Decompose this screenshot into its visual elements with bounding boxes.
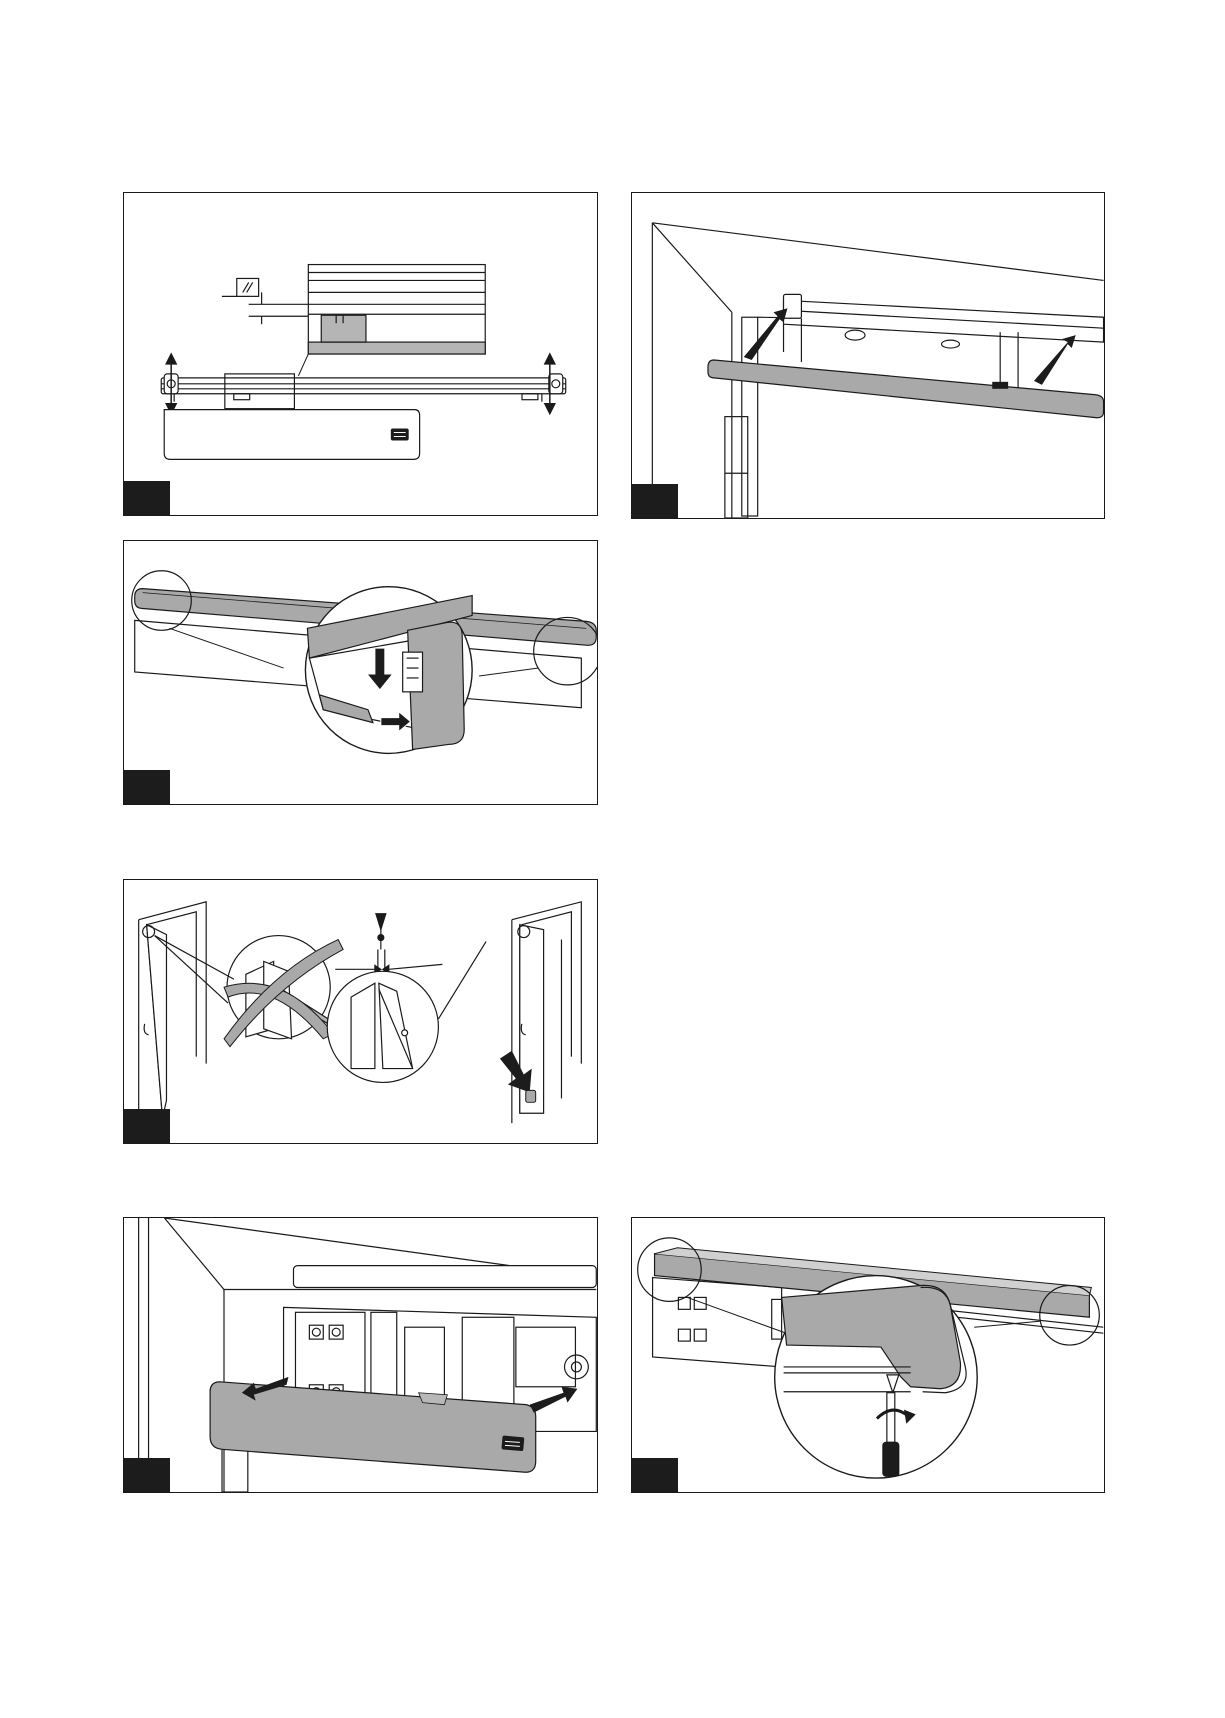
brand-logo-icon (992, 382, 1008, 389)
figure-panel-6 (631, 1217, 1105, 1493)
figure-1-drawing (124, 193, 597, 515)
figure-3-drawing (124, 541, 597, 804)
figure-panel-2 (631, 192, 1105, 519)
figure-number-tag-3 (124, 770, 170, 804)
figure-5-drawing (124, 1218, 597, 1492)
figure-number-tag-5 (124, 1458, 170, 1492)
figure-6-drawing (632, 1218, 1104, 1492)
brand-logo-icon (391, 429, 409, 441)
figure-number-tag-6 (632, 1458, 678, 1492)
figure-4-drawing (124, 880, 597, 1143)
brand-logo-icon (501, 1435, 524, 1451)
parallelism-symbol-icon (237, 278, 259, 296)
figure-number-tag-4 (124, 1109, 170, 1143)
figure-number-tag-1 (124, 481, 170, 515)
figure-2-drawing (632, 193, 1104, 518)
figure-number-tag-2 (632, 484, 678, 518)
figure-panel-1 (123, 192, 598, 516)
figure-panel-4 (123, 879, 598, 1144)
figure-panel-3 (123, 540, 598, 805)
figure-panel-5 (123, 1217, 598, 1493)
